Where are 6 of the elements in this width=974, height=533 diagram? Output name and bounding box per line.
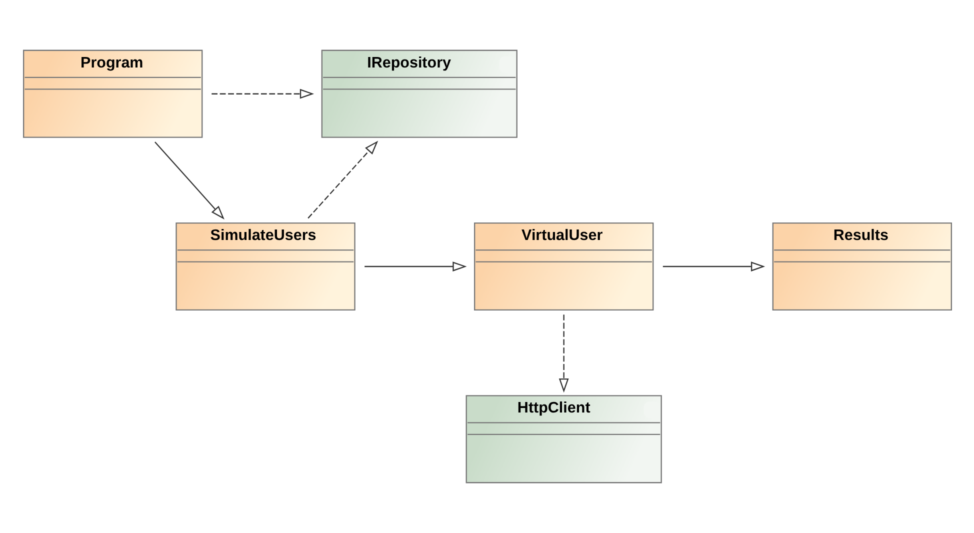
arrow — [211, 88, 314, 99]
arrow — [364, 262, 466, 272]
arrow — [154, 142, 224, 220]
arrow — [662, 262, 765, 272]
arrow — [558, 314, 568, 393]
arrow — [307, 140, 378, 219]
